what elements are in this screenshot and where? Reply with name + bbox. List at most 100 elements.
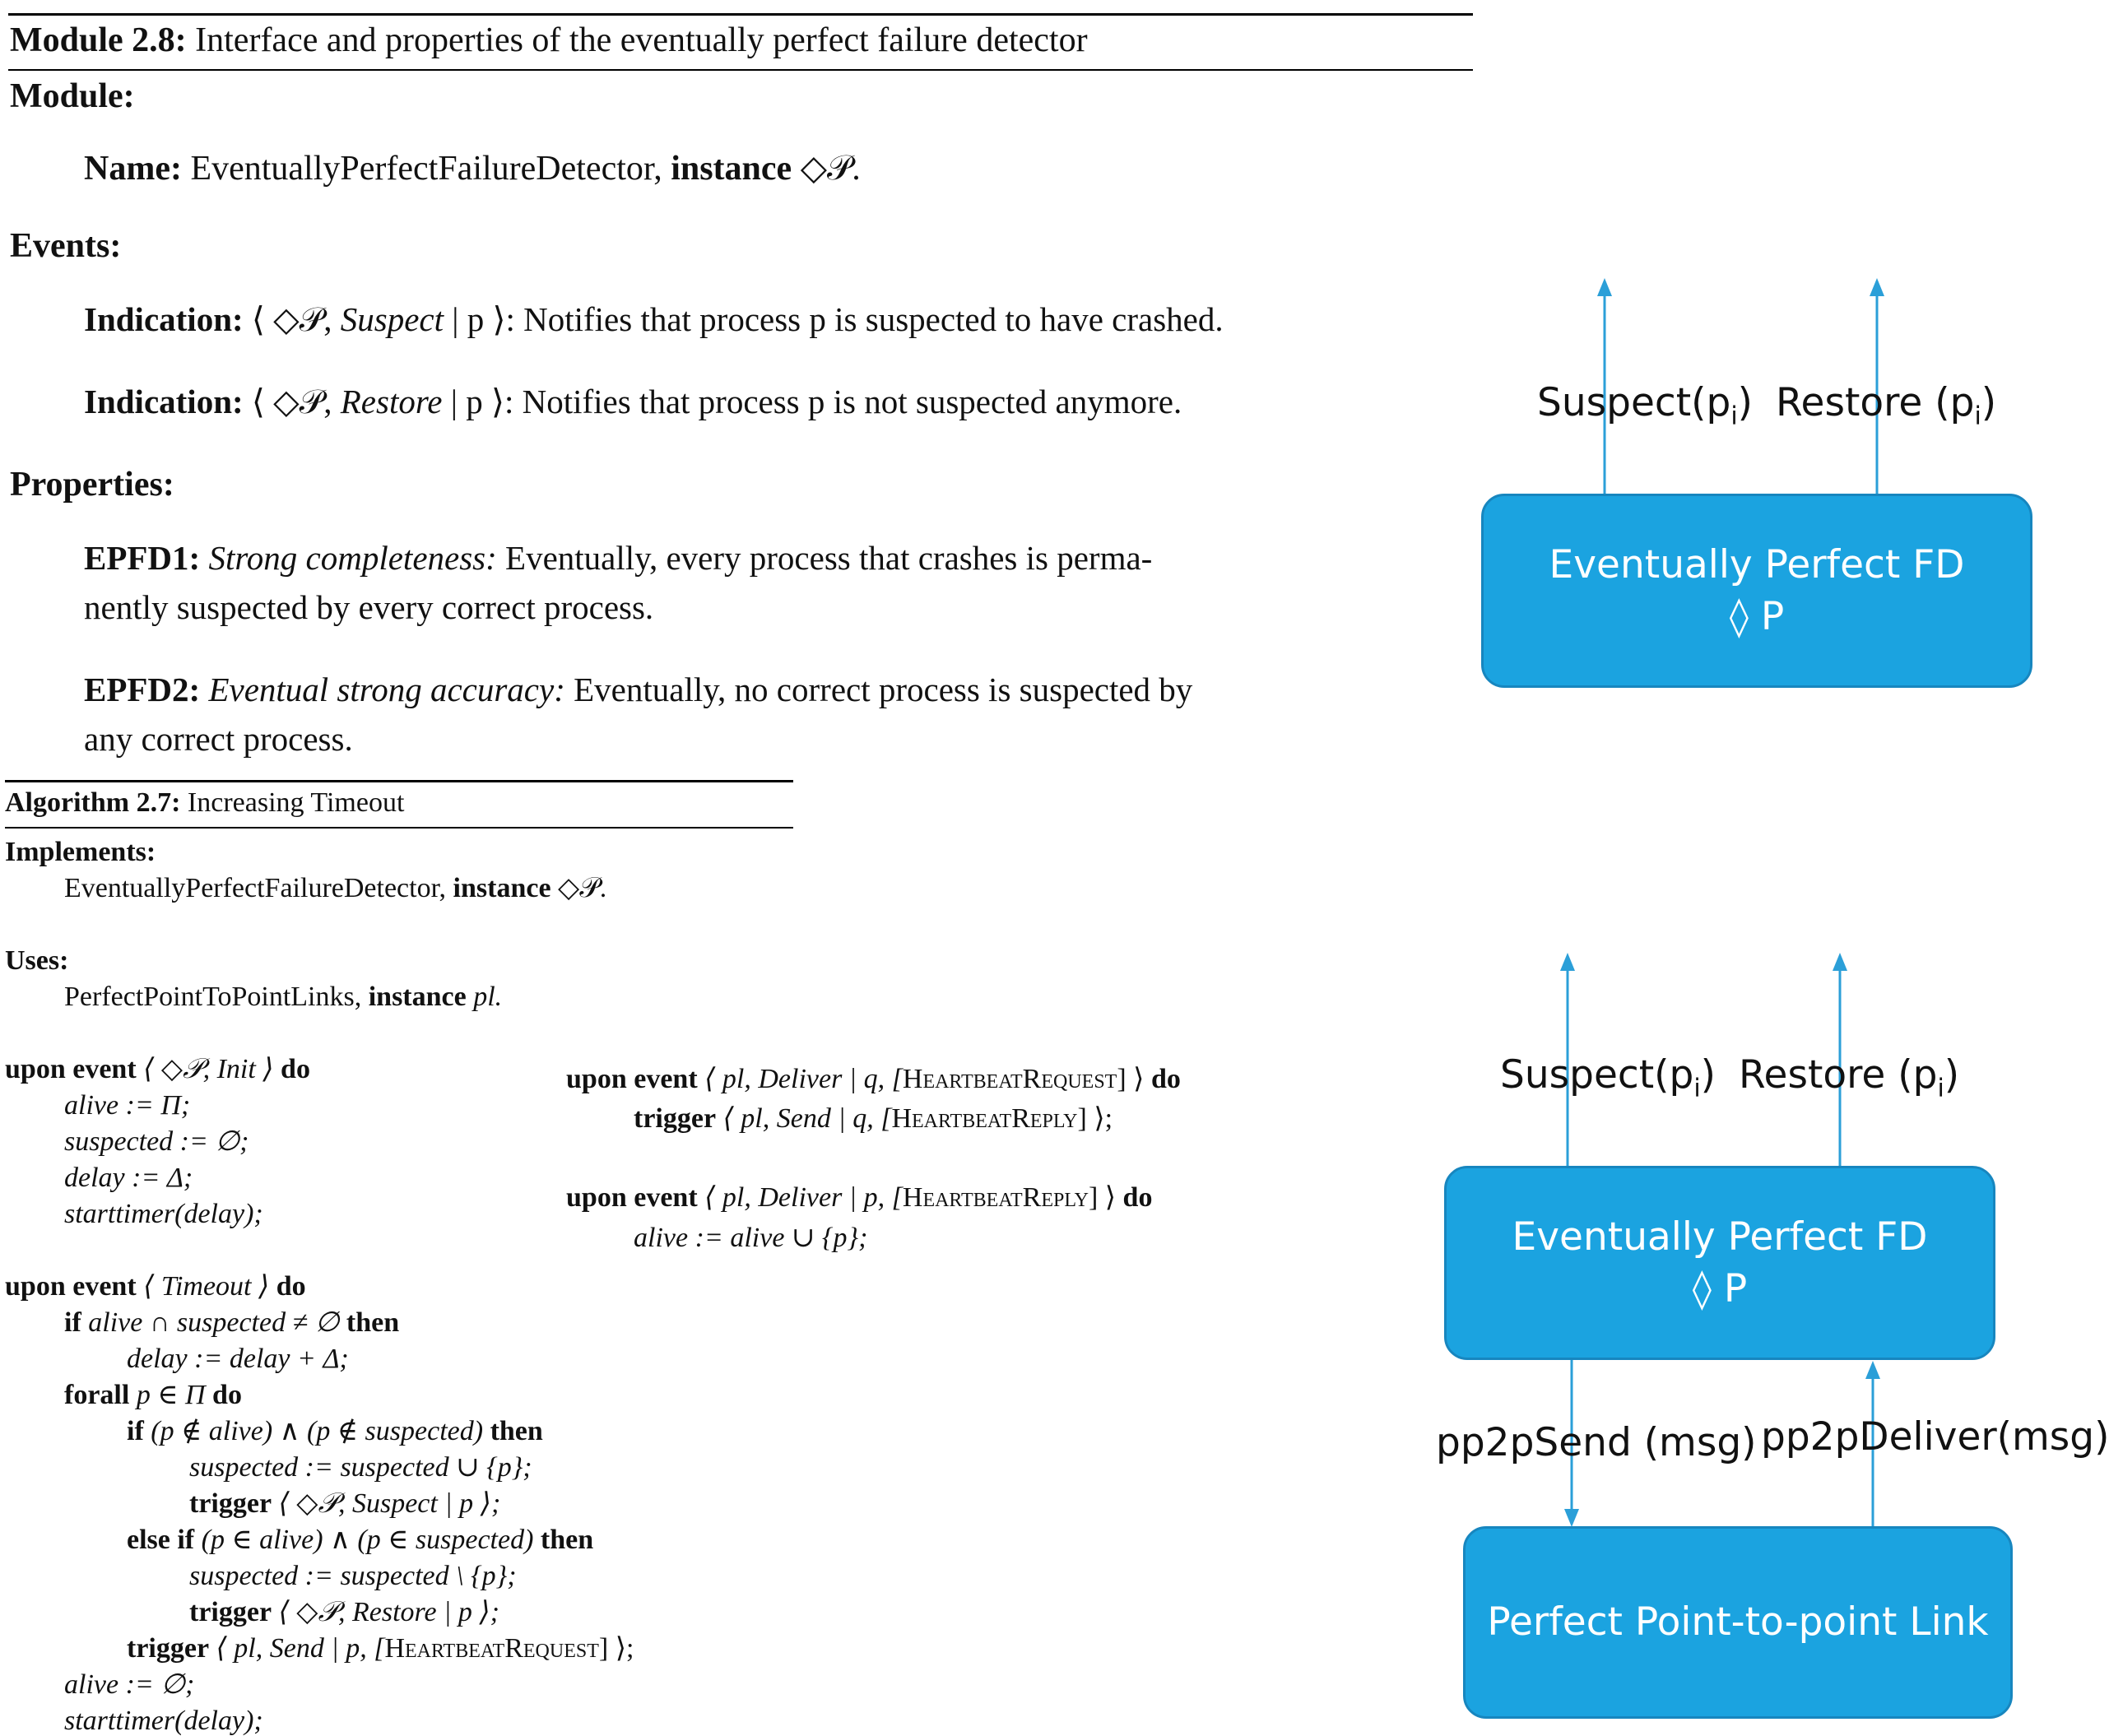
epfd2-label: EPFD2: [84, 671, 201, 708]
epfd1-label: EPFD1: [84, 539, 201, 577]
delay-inc: delay := delay + Δ; [127, 1344, 349, 1374]
deliver-req-pre: ⟨ pl, Deliver | q, [ [704, 1064, 903, 1094]
uses-name: PerfectPointToPointLinks, [64, 982, 362, 1012]
epfd1-line2: nently suspected by every correct proces… [84, 588, 654, 626]
bottom-eventually-perfect-fd-box: Eventually Perfect FD ◊ P [1444, 1166, 1995, 1360]
algorithm-title: Algorithm 2.7: Increasing Timeout [5, 789, 404, 817]
msg-heartbeat-request: HeartbeatRequest [902, 1064, 1117, 1094]
epfd2-text-1: Eventually, no correct process is suspec… [574, 671, 1193, 708]
instance-value: ◇𝒫. [800, 150, 861, 188]
starttimer-2: starttimer(delay); [64, 1706, 263, 1736]
properties-heading: Properties: [10, 466, 174, 504]
ind1-close: | p ⟩: [452, 300, 515, 338]
name-value: EventuallyPerfectFailureDetector, [190, 150, 662, 188]
kw-trigger: trigger [189, 1597, 272, 1627]
epfd2-name: Eventual strong accuracy: [208, 671, 565, 708]
send-reply-pre: ⟨ pl, Send | q, [ [722, 1103, 892, 1134]
send-req-post: ] ⟩; [598, 1633, 634, 1664]
upon-timeout-line: upon event ⟨ Timeout ⟩ do [5, 1273, 306, 1301]
module-heading: Module: [10, 77, 135, 115]
kw-do: do [276, 1271, 306, 1302]
uses-value: pl. [473, 982, 503, 1012]
trigger-restore-line: trigger ⟨ ◇𝒫, Restore | p ⟩; [189, 1599, 499, 1627]
indication-label: Indication: [84, 300, 244, 338]
implements-line: EventuallyPerfectFailureDetector, instan… [64, 875, 606, 903]
epfd1-name: Strong completeness: [208, 539, 497, 577]
label-pp2psend: pp2pSend (msg) [1436, 1420, 1757, 1465]
implements-value: ◇𝒫. [558, 873, 607, 903]
top-restore-close: ) [1981, 380, 1997, 425]
deliver-req-post: ] ⟩ [1117, 1064, 1145, 1094]
ind2-close: | p ⟩: [450, 383, 514, 420]
kw-upon-event: upon event [566, 1182, 698, 1213]
deliver-reply-pre: ⟨ pl, Deliver | p, [ [704, 1182, 903, 1213]
init-delay: delay := Δ; [64, 1163, 193, 1193]
bottom-suspect-close: ) [1700, 1052, 1716, 1098]
kw-do: do [281, 1054, 310, 1084]
algorithm-title-text: Increasing Timeout [187, 787, 405, 818]
kw-upon-event: upon event [566, 1064, 698, 1094]
susp-add: suspected := suspected ∪ {p}; [189, 1452, 532, 1483]
bottom-box-line2: ◊ P [1692, 1266, 1748, 1311]
kw-upon-event: upon event [5, 1271, 137, 1302]
upon-deliver-request-line: upon event ⟨ pl, Deliver | q, [Heartbeat… [566, 1065, 1181, 1093]
perfect-point-to-point-link-box: Perfect Point-to-point Link [1463, 1526, 2013, 1719]
bottom-label-suspect: Suspect(pi) [1500, 1056, 1716, 1101]
kw-do: do [1150, 1064, 1181, 1094]
alive-reset: alive := ∅; [64, 1669, 195, 1700]
kw-trigger: trigger [127, 1633, 210, 1664]
init-suspected: suspected := ∅; [64, 1126, 249, 1157]
algorithm-title-label: Algorithm 2.7: [5, 787, 181, 818]
trigger-suspect-line: trigger ⟨ ◇𝒫, Suspect | p ⟩; [189, 1490, 500, 1518]
cond1: alive ∩ suspected ≠ ∅ [88, 1307, 340, 1338]
trigger-send-reply-line: trigger ⟨ pl, Send | q, [HeartbeatReply]… [634, 1105, 1113, 1133]
top-label-restore: Restore (pi) [1776, 383, 1996, 429]
trigger-send-request-line: trigger ⟨ pl, Send | p, [HeartbeatReques… [127, 1635, 634, 1663]
kw-if: if [127, 1416, 144, 1446]
module-top-rule [8, 13, 1473, 16]
trig-suspect: ⟨ ◇𝒫, Suspect | p ⟩; [278, 1488, 501, 1519]
arrowhead-suspect-top [1597, 278, 1612, 296]
bottom-restore-sub: i [1937, 1074, 1944, 1103]
bottom-label-restore: Restore (pi) [1739, 1056, 1959, 1101]
forall-line: forall p ∈ Π do [64, 1381, 242, 1409]
ind1-event: Suspect [340, 300, 444, 338]
indication-restore: Indication: ⟨ ◇𝒫, Restore | p ⟩: Notifie… [84, 385, 1182, 419]
msg-heartbeat-request: HeartbeatRequest [384, 1633, 599, 1664]
algorithm-title-rule [5, 827, 793, 829]
else-if-cond3-line: else if (p ∈ alive) ∧ (p ∈ suspected) th… [127, 1526, 593, 1554]
deliver-reply-post: ] ⟩ [1088, 1182, 1117, 1213]
top-restore-sub: i [1974, 402, 1981, 431]
epfd2-line2: any correct process. [84, 720, 353, 758]
kw-trigger: trigger [189, 1488, 272, 1519]
epfd1-text-1: Eventually, every process that crashes i… [505, 539, 1153, 577]
module-title: Module 2.8: Interface and properties of … [10, 23, 1088, 58]
top-suspect-sub: i [1730, 402, 1738, 431]
uses-line: PerfectPointToPointLinks, instance pl. [64, 983, 502, 1011]
ind2-event: Restore [340, 383, 443, 420]
arrowhead-pp2pdeliver [1865, 1361, 1880, 1379]
top-suspect-text: Suspect(p [1537, 380, 1731, 425]
ind2-open: ⟨ ◇𝒫, [251, 383, 332, 420]
timeout-event: ⟨ Timeout ⟩ [143, 1271, 270, 1302]
forall-expr: p ∈ Π [136, 1380, 206, 1410]
ind1-text: Notifies that process p is suspected to … [523, 300, 1224, 338]
indication-suspect: Indication: ⟨ ◇𝒫, Suspect | p ⟩: Notifie… [84, 303, 1224, 337]
msg-heartbeat-reply: HeartbeatReply [902, 1182, 1089, 1213]
arrowhead-suspect-bottom [1560, 953, 1575, 971]
kw-if: if [64, 1307, 81, 1338]
bottom-restore-text: Restore (p [1739, 1052, 1938, 1098]
cond3: (p ∈ alive) ∧ (p ∈ suspected) [201, 1525, 534, 1555]
top-label-suspect: Suspect(pi) [1537, 383, 1753, 429]
cond2: (p ∉ alive) ∧ (p ∉ suspected) [151, 1416, 484, 1446]
name-label: Name: [84, 150, 182, 188]
ind2-text: Notifies that process p is not suspected… [522, 383, 1182, 420]
kw-then: then [490, 1416, 543, 1446]
top-suspect-close: ) [1737, 380, 1753, 425]
link-box-label: Perfect Point-to-point Link [1487, 1599, 1989, 1645]
if-cond2-line: if (p ∉ alive) ∧ (p ∉ suspected) then [127, 1418, 543, 1446]
init-event: ⟨ ◇𝒫, Init ⟩ [143, 1054, 274, 1084]
bottom-box-line1: Eventually Perfect FD [1512, 1214, 1928, 1260]
